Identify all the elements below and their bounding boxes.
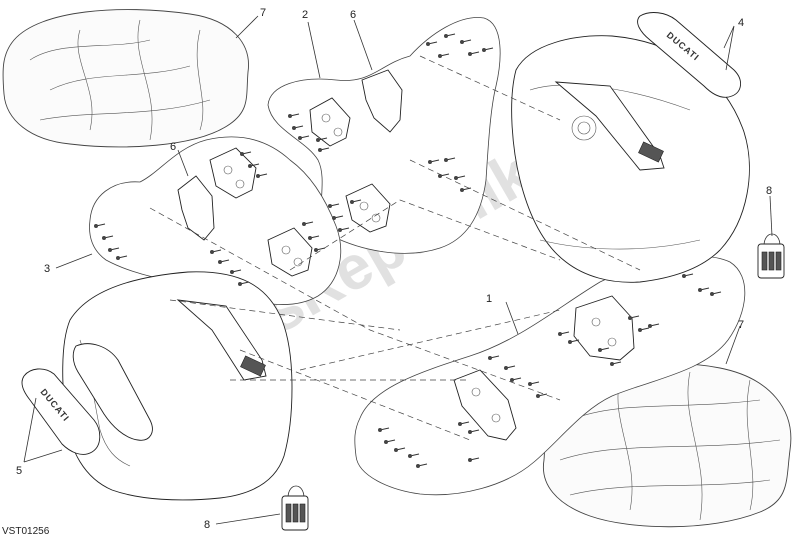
screw-head bbox=[378, 428, 382, 432]
screw-head bbox=[710, 292, 714, 296]
screw-head bbox=[460, 188, 464, 192]
callout-7-upper: 7 bbox=[260, 7, 266, 19]
bracket-group-1 bbox=[354, 256, 746, 496]
screw-head bbox=[568, 340, 572, 344]
screws bbox=[94, 33, 722, 468]
screw-head bbox=[536, 394, 540, 398]
screw-head bbox=[454, 176, 458, 180]
screw-head bbox=[504, 366, 508, 370]
screw-head bbox=[444, 34, 448, 38]
screw-head bbox=[248, 164, 252, 168]
screw-head bbox=[292, 126, 296, 130]
screw-head bbox=[318, 148, 322, 152]
callout-4: 4 bbox=[738, 17, 744, 29]
screw-head bbox=[468, 458, 472, 462]
screw-head bbox=[210, 250, 214, 254]
screw-head bbox=[438, 54, 442, 58]
rain-cover-top-left bbox=[2, 9, 249, 148]
screw-head bbox=[638, 328, 642, 332]
screw-head bbox=[332, 216, 336, 220]
screw-head bbox=[298, 136, 302, 140]
padlock-left bbox=[281, 485, 309, 531]
logo-plate-4: DUCATI bbox=[637, 12, 741, 98]
screw-head bbox=[648, 324, 652, 328]
callout-1: 1 bbox=[486, 293, 492, 305]
screw-head bbox=[218, 260, 222, 264]
callout-labels: 1 2 3 4 5 6 6 7 7 8 8 bbox=[16, 7, 772, 531]
screw-head bbox=[698, 288, 702, 292]
screw-head bbox=[610, 362, 614, 366]
screw-head bbox=[598, 348, 602, 352]
screw-head bbox=[108, 248, 112, 252]
rain-cover-bottom-right bbox=[542, 363, 792, 528]
callout-6-upper: 6 bbox=[350, 9, 356, 21]
screw-head bbox=[558, 332, 562, 336]
padlock-right bbox=[757, 233, 785, 279]
screw-head bbox=[510, 378, 514, 382]
screw-head bbox=[628, 316, 632, 320]
callout-7-lower: 7 bbox=[738, 319, 744, 331]
callout-8-left: 8 bbox=[204, 519, 210, 531]
screw-head bbox=[94, 224, 98, 228]
screw-head bbox=[338, 228, 342, 232]
assembly-lines bbox=[149, 55, 641, 441]
screw-head bbox=[460, 40, 464, 44]
screw-head bbox=[238, 282, 242, 286]
screw-head bbox=[528, 382, 532, 386]
screw-head bbox=[682, 274, 686, 278]
callout-3: 3 bbox=[44, 263, 50, 275]
callout-8-right: 8 bbox=[766, 185, 772, 197]
screw-head bbox=[416, 464, 420, 468]
callout-2: 2 bbox=[302, 9, 308, 21]
drawing-code: VST01256 bbox=[2, 526, 50, 537]
screw-head bbox=[482, 48, 486, 52]
screw-head bbox=[468, 430, 472, 434]
screw-head bbox=[302, 222, 306, 226]
screw-head bbox=[328, 204, 332, 208]
screw-head bbox=[314, 248, 318, 252]
screw-head bbox=[350, 200, 354, 204]
screw-head bbox=[316, 138, 320, 142]
screw-head bbox=[116, 256, 120, 260]
callout-5: 5 bbox=[16, 465, 22, 477]
screw-head bbox=[488, 356, 492, 360]
screw-head bbox=[256, 174, 260, 178]
screw-head bbox=[240, 152, 244, 156]
side-case-right bbox=[511, 35, 750, 283]
bracket-parts bbox=[177, 69, 635, 441]
screw-head bbox=[288, 114, 292, 118]
screw-head bbox=[438, 174, 442, 178]
screw-head bbox=[102, 236, 106, 240]
screw-head bbox=[384, 440, 388, 444]
logo-plate-5: DUCATI bbox=[21, 368, 101, 455]
screw-head bbox=[458, 422, 462, 426]
screw-head bbox=[428, 160, 432, 164]
screw-head bbox=[468, 52, 472, 56]
screw-head bbox=[394, 448, 398, 452]
screw-head bbox=[444, 158, 448, 162]
screw-head bbox=[408, 454, 412, 458]
screw-head bbox=[230, 270, 234, 274]
callout-6-lower: 6 bbox=[170, 141, 176, 153]
side-case-left bbox=[62, 271, 293, 501]
screw-head bbox=[308, 236, 312, 240]
leader-lines bbox=[23, 15, 773, 525]
screw-head bbox=[426, 42, 430, 46]
